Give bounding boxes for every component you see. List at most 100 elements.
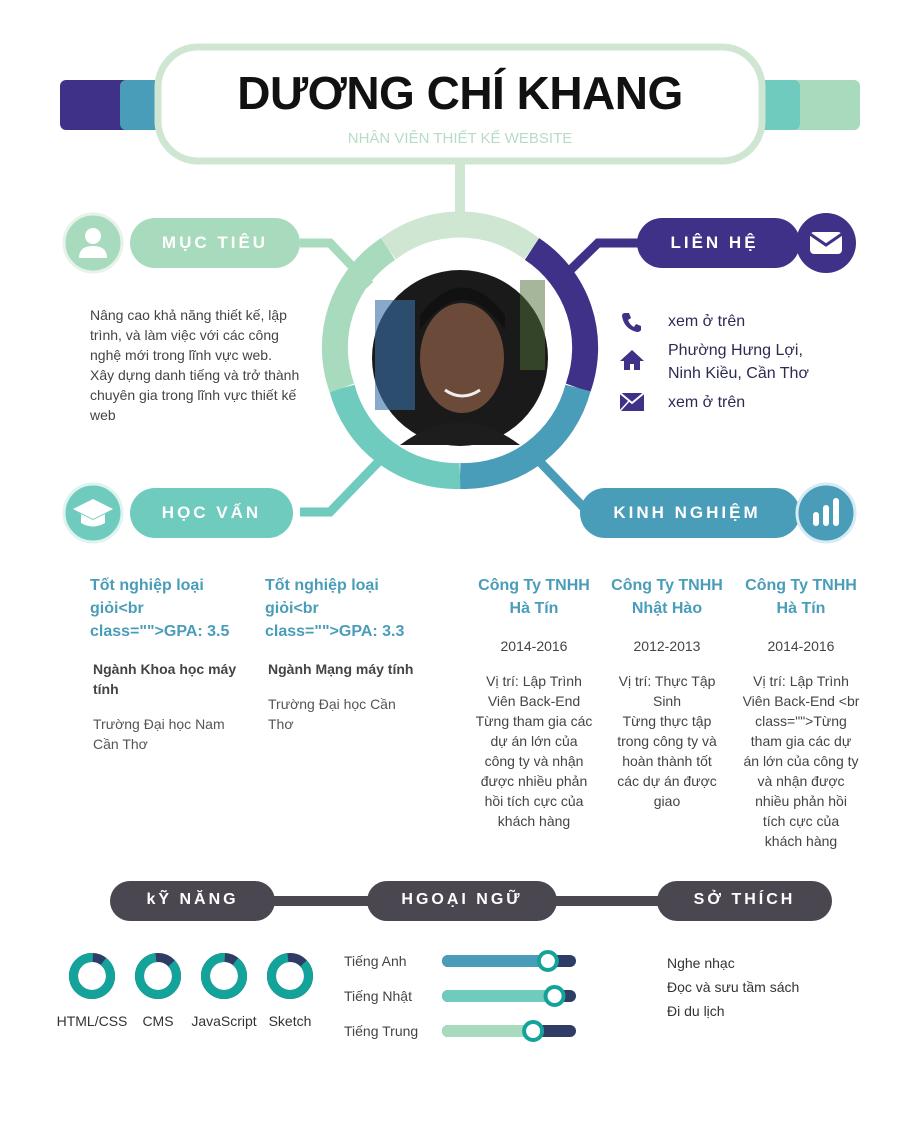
degree-line: Tốt nghiệp loại	[90, 577, 204, 594]
phone-icon	[622, 313, 641, 332]
avatar	[372, 270, 548, 446]
language-bar-knob	[522, 1020, 545, 1042]
skill-label: HTML/CSS	[56, 1013, 128, 1029]
major-line: tính	[93, 681, 119, 697]
company-line: Hà Tín	[776, 600, 826, 617]
skill-donut-fill	[69, 953, 115, 999]
objective-line: web	[90, 407, 116, 423]
desc-line: tham gia các dự	[750, 733, 852, 749]
education-degree: Tốt nghiệp loại giỏi<br class="">GPA: 3.…	[90, 574, 240, 643]
desc-line: hồi tích cực của	[484, 793, 584, 809]
contact-phone: xem ở trên	[668, 313, 746, 330]
objective-text: Nâng cao khả năng thiết kế, lập trình, v…	[90, 305, 320, 425]
desc-line: khách hàng	[764, 833, 838, 849]
major-line: Ngành Mạng máy tính	[268, 661, 414, 677]
bar-chart-icon	[795, 482, 857, 544]
school-line: Cần Thơ	[93, 736, 148, 752]
skills-donuts	[69, 952, 313, 999]
section-skills-title: kỸ NĂNG	[146, 891, 239, 908]
degree-line: giỏi<br	[265, 600, 319, 617]
desc-line: các dự án được	[617, 773, 717, 789]
desc-line: khách hàng	[497, 813, 571, 829]
skill-donut-fill	[201, 952, 247, 999]
desc-line: công ty và nhận	[484, 753, 584, 769]
experience-company: Công Ty TNHH Nhật Hào	[607, 574, 727, 620]
experience-description: Vị trí: Thực Tập Sinh Từng thực tập tron…	[607, 671, 727, 811]
desc-line: dự án lớn của	[490, 733, 578, 749]
degree-line: giỏi<br	[90, 600, 144, 617]
skill-label: Sketch	[268, 1013, 312, 1029]
objective-line: Xây dựng danh tiếng và trở thành	[90, 367, 300, 383]
objective-line: nghệ mới trong lĩnh vực web.	[90, 347, 272, 363]
experience-company: Công Ty TNHH Hà Tín	[741, 574, 861, 620]
objective-line: Nâng cao khả năng thiết kế, lập	[90, 307, 287, 323]
skill-label: JavaScript	[191, 1013, 257, 1029]
desc-line: được nhiều phản	[480, 773, 588, 789]
contact-address: Phường Hưng Lợi, Ninh Kiều, Cần Thơ	[668, 339, 809, 385]
desc-line: hoàn thành tốt	[622, 753, 712, 769]
section-objective-title: MỤC TIÊU	[161, 233, 269, 252]
envelope-icon	[619, 392, 645, 412]
skill-label: CMS	[142, 1013, 174, 1029]
language-bar-fill	[442, 1025, 534, 1037]
objective-line: chuyên gia trong lĩnh vực thiết kế	[90, 387, 297, 403]
desc-line: Từng tham gia các	[475, 713, 593, 729]
address-line: Phường Hưng Lợi,	[668, 342, 803, 359]
section-experience-title: KINH NGHIỆM	[613, 503, 761, 522]
skill-donut-fill	[267, 953, 313, 999]
section-contact-title: LIÊN HỆ	[670, 233, 759, 252]
photo-ring	[321, 211, 599, 490]
language-bar-fill	[442, 990, 555, 1002]
desc-line: class="">Từng	[755, 713, 847, 729]
degree-line: Tốt nghiệp loại	[265, 577, 379, 594]
section-education-title: HỌC VẤN	[161, 503, 262, 522]
desc-line: Vị trí: Lập Trình	[486, 673, 582, 689]
company-line: Công Ty TNHH	[745, 577, 857, 594]
desc-line: tích cực của	[762, 813, 840, 829]
desc-line: án lớn của công ty	[743, 753, 859, 769]
desc-line: và nhận được	[757, 773, 845, 789]
language-label: Tiếng Anh	[344, 953, 407, 969]
hobby-item: Nghe nhạc	[667, 955, 735, 971]
education-school: Trường Đại học Nam Cần Thơ	[93, 714, 243, 754]
desc-line: giao	[653, 793, 681, 809]
school-line: Thơ	[268, 716, 294, 732]
experience-description: Vị trí: Lập Trình Viên Back-End Từng tha…	[474, 671, 594, 831]
desc-line: Từng thực tập	[622, 713, 712, 729]
experience-date: 2014-2016	[500, 638, 568, 654]
language-label: Tiếng Trung	[344, 1023, 419, 1039]
company-line: Công Ty TNHH	[611, 577, 723, 594]
degree-line: class="">GPA: 3.3	[265, 623, 405, 640]
user-icon	[62, 212, 124, 274]
school-line: Trường Đại học Nam	[93, 716, 225, 732]
education-major: Ngành Mạng máy tính	[268, 659, 418, 679]
skill-donut-fill	[135, 952, 181, 999]
language-bar-fill	[442, 955, 548, 967]
mail-icon	[796, 213, 856, 273]
desc-line: Viên Back-End	[487, 693, 581, 709]
home-icon	[620, 350, 644, 370]
language-bar-knob	[543, 985, 566, 1007]
desc-line: trong công ty và	[617, 733, 717, 749]
language-label: Tiếng Nhật	[344, 988, 412, 1004]
experience-date: 2014-2016	[767, 638, 835, 654]
graduation-cap-icon	[62, 482, 124, 544]
degree-line: class="">GPA: 3.5	[90, 623, 230, 640]
education-major: Ngành Khoa học máy tính	[93, 659, 243, 699]
job-title: NHÂN VIÊN THIẾT KẾ WEBSITE	[347, 130, 573, 147]
desc-line: Viên Back-End <br	[742, 693, 860, 709]
company-line: Hà Tín	[509, 600, 559, 617]
contact-email: xem ở trên	[668, 394, 746, 411]
section-hobbies-title: SỞ THÍCH	[693, 891, 796, 908]
experience-description: Vị trí: Lập Trình Viên Back-End <br clas…	[741, 671, 861, 851]
desc-line: nhiều phản hồi	[755, 793, 847, 809]
address-line: Ninh Kiều, Cần Thơ	[668, 365, 809, 382]
desc-line: Vị trí: Lập Trình	[753, 673, 849, 689]
desc-line: Vị trí: Thực Tập	[618, 673, 716, 689]
candidate-name: DƯƠNG CHÍ KHANG	[237, 67, 683, 119]
education-school: Trường Đại học Cần Thơ	[268, 694, 418, 734]
hobby-item: Đọc và sưu tầm sách	[667, 979, 800, 995]
section-languages-title: HGOẠI NGỮ	[401, 891, 523, 908]
education-degree: Tốt nghiệp loại giỏi<br class="">GPA: 3.…	[265, 574, 415, 643]
